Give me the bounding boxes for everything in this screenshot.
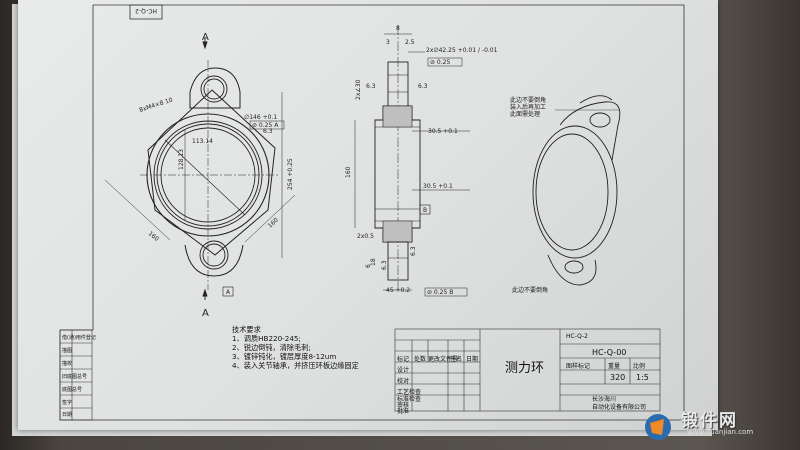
datum-b: B [423, 207, 427, 214]
dim-160-left: 160 [147, 230, 160, 243]
dim-160-section: 160 [345, 166, 352, 178]
code-box [129, 4, 163, 20]
dim-128: 128.13 [178, 149, 185, 170]
datum-b-box [419, 204, 431, 215]
revision-column [59, 329, 93, 421]
section-label-bottom: A [202, 308, 209, 319]
title-scale: 1:5 [636, 373, 649, 382]
iso-note-top-1: 此边不要倒角 [510, 96, 546, 104]
dim-30-5: 30.5 +0.1 [428, 128, 458, 135]
title-weight-label: 重量 [608, 363, 621, 370]
ra-2: 6.3 [418, 83, 428, 90]
dim-phi146: ∅146 +0.1 [244, 114, 277, 121]
tol-frame-left [249, 120, 285, 130]
iso-note-top: 此边不要倒角 装入后再加工 此面需处理 [510, 96, 548, 118]
drawing-sheet [18, 0, 718, 430]
chamfer-top: 2x∠30 [355, 79, 362, 100]
title-header-5: 日期 [466, 356, 479, 363]
title-role-5: 审核 [397, 402, 410, 409]
dim-30-5b: 30.5 +0.1 [423, 183, 453, 190]
code-top: HC-Q-2 [135, 7, 157, 14]
datum-a: A [226, 289, 231, 296]
title-stage-label: 图样标记 [566, 363, 591, 370]
section-label-top: A [202, 32, 209, 43]
tech-req-item-2: 2、锐边倒钝，清除毛刺; [232, 343, 311, 352]
side-dim-2: 18 [370, 258, 377, 266]
title-header-2: 处数 [414, 356, 427, 363]
section-view [354, 25, 470, 291]
iso-note-top-2: 装入后再加工 [510, 103, 546, 111]
front-view [104, 38, 296, 300]
revision-item-2: 描图 [62, 348, 73, 354]
title-company: 长沙海川 自动化设备有限公司 [592, 396, 647, 411]
section-top-dim-2: 3 [386, 39, 390, 46]
watermark-logo [645, 414, 671, 440]
watermark-text: 锻件网 [681, 411, 738, 431]
tol-bottom: ⊘ 0.25 B [427, 289, 453, 296]
tol-025-box [427, 57, 463, 67]
title-code: HC-Q-2 [566, 333, 588, 340]
tech-req-item-4: 4、装入关节轴承，并挤压环板边缘固定 [232, 361, 359, 370]
dim-254: 254 +0.25 [287, 158, 294, 190]
tol-bottom-box [424, 287, 468, 297]
title-role-3: 工艺检查 [397, 389, 422, 396]
title-role-6: 批准 [397, 408, 410, 415]
dim-2x-phi: 2x∅42.25 +0.01 / -0.01 [426, 47, 498, 54]
title-role-1: 设计 [397, 367, 410, 374]
section-top-dim-1: 8 [396, 25, 400, 32]
ra-4: 6.3 [381, 260, 388, 270]
tech-req-item-3: 3、镀锌钝化，镀层厚度8-12um [232, 352, 337, 361]
title-scale-label: 比例 [633, 363, 646, 370]
datum-a-box [222, 286, 234, 297]
dim-45: 45 +0.2 [386, 287, 410, 294]
revision-item-7: 日期 [62, 412, 73, 418]
title-header-3: 更改文件号 [428, 356, 459, 363]
title-role-2: 校对 [397, 378, 410, 385]
title-header-4: 签名 [450, 356, 463, 363]
ra-left: 6.3 [263, 128, 273, 135]
ra-3: 6.3 [410, 246, 417, 256]
tol-frame-text: ⊘ 0.25 A [252, 122, 279, 129]
title-block-grid [394, 328, 661, 412]
ra-1: 6.3 [366, 83, 376, 90]
revision-item-6: 签字 [62, 400, 73, 406]
tol-025: ⊘ 0.25 [430, 59, 450, 66]
section-top-dim-3: 2.5 [405, 39, 415, 46]
tech-req-item-1: 1、调质HB220-245; [232, 334, 301, 343]
title-header-1: 标记 [397, 356, 410, 363]
tech-req-title: 技术要求 [232, 325, 261, 334]
title-role-4: 标准检查 [397, 396, 422, 403]
iso-note-bottom: 此边不要倒角 [512, 286, 548, 294]
revision-item-4: 旧底图总号 [62, 374, 88, 380]
iso-note-top-3: 此面需处理 [510, 110, 540, 118]
iso-view [532, 95, 621, 286]
revision-item-5: 底图总号 [62, 387, 83, 393]
title-part-name: 测力环 [505, 361, 545, 376]
watermark-url: www.duanjian.com [687, 428, 754, 436]
revision-item-1: 借(通)用件登记 [62, 335, 96, 341]
technical-requirements: 技术要求 1、调质HB220-245; 2、锐边倒钝，清除毛刺; 3、镀锌钝化，… [232, 325, 359, 370]
dim-2x: 2x0.5 [357, 233, 374, 240]
title-drawing-no: HC-Q-00 [592, 348, 627, 357]
dim-chamfer: 8xM4×8 10 [138, 96, 173, 113]
dim-160-right: 160 [267, 216, 280, 229]
side-dim-1: 6 [365, 264, 372, 268]
dim-114: 113.14 [192, 138, 213, 145]
revision-item-3: 描校 [62, 361, 73, 367]
watermark-shape [650, 419, 664, 435]
title-quantity: 320 [610, 373, 626, 382]
